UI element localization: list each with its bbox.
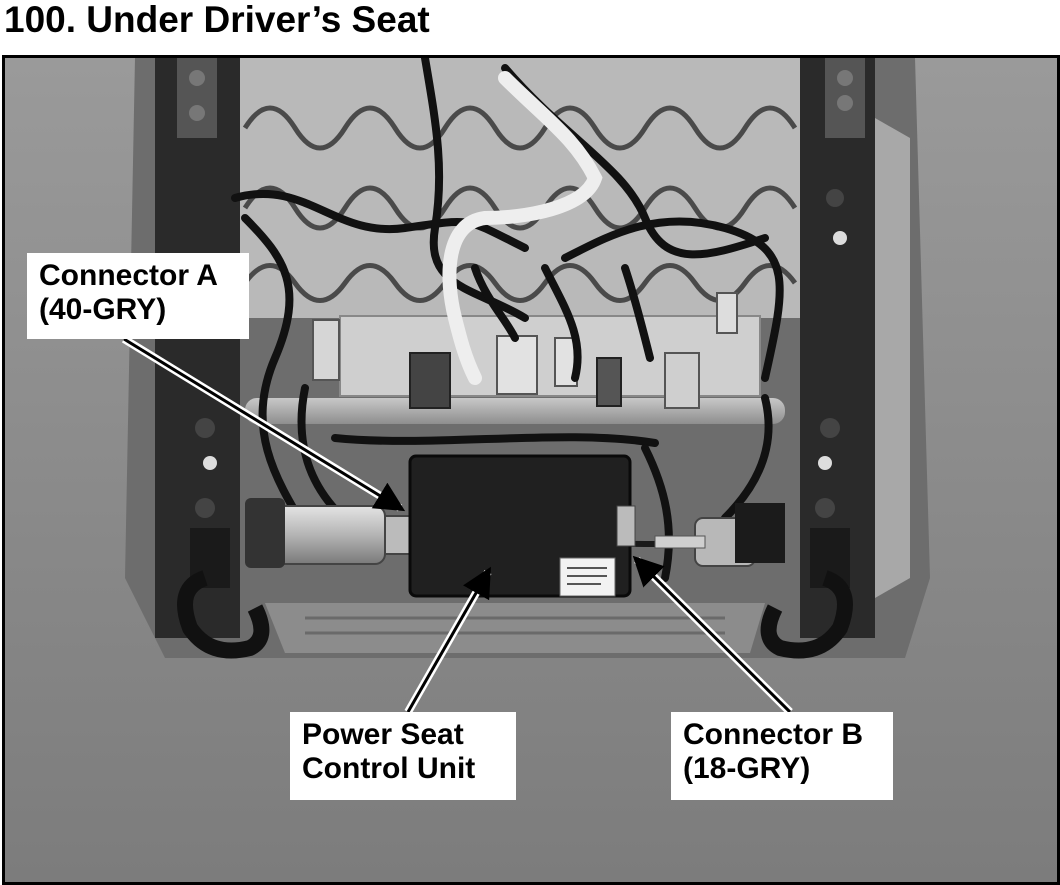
callout-connector-a-name: Connector A (39, 259, 218, 292)
page-title: 100. Under Driver’s Seat (4, 0, 430, 40)
callout-control-unit-line2: Control Unit (302, 752, 476, 785)
seat-motor-right (694, 503, 785, 567)
seat-motor-left (245, 498, 416, 568)
callout-power-seat-control-unit: Power Seat Control Unit (290, 712, 516, 800)
callout-connector-b-name: Connector B (683, 718, 863, 751)
callout-connector-a-spec: (40-GRY) (39, 293, 167, 326)
power-seat-control-unit (408, 454, 636, 598)
white-conduit (442, 71, 603, 385)
cross-tube (245, 398, 785, 424)
callout-control-unit-line1: Power Seat (302, 718, 464, 751)
seat-underside-photo (2, 55, 1060, 885)
seat-photo-illustration (5, 58, 1057, 882)
callout-connector-a: Connector A (40-GRY) (27, 253, 249, 339)
callout-connector-b: Connector B (18-GRY) (671, 712, 893, 800)
callout-connector-b-spec: (18-GRY) (683, 752, 811, 785)
front-trim (265, 603, 765, 653)
